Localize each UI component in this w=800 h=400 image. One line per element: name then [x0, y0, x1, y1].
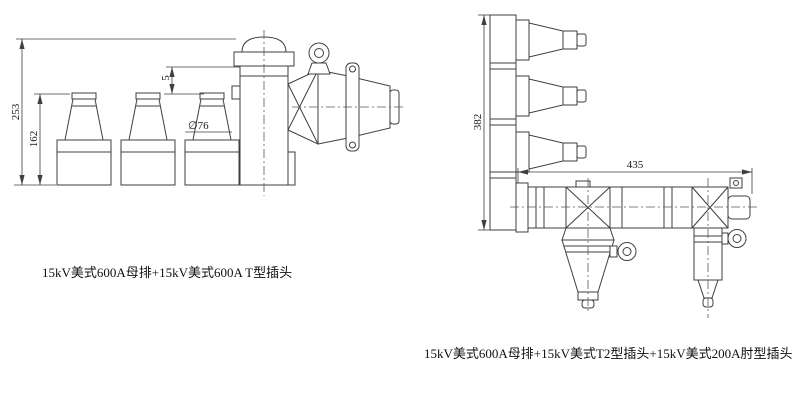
busbar-vertical: [489, 14, 517, 231]
dim-overall-length-435: 435: [517, 159, 753, 194]
eye-ring-inner: [622, 247, 632, 256]
dim-overall-height-382: 382: [472, 14, 490, 231]
flange-bolt-hole-top: [349, 65, 356, 73]
left-view-caption: 15kV美式600A母排+15kV美式600A T型插头: [42, 265, 292, 280]
cone-bushing-2: [120, 92, 176, 153]
tube-top-tab: [575, 180, 591, 188]
right-bushing-1: [515, 19, 587, 61]
horizontal-tube: [515, 177, 751, 233]
eye-ring-inner: [732, 234, 742, 243]
dim-overall-height-253: 253: [10, 38, 236, 186]
dim-382-label: 382: [472, 114, 484, 131]
dim-253-label: 253: [10, 103, 22, 120]
flange-bolt-hole-bottom: [349, 141, 356, 149]
pulling-eye-t2: [609, 242, 637, 261]
dim-gap-5: 5: [160, 66, 240, 95]
end-bracket-hole: [733, 180, 739, 186]
eye-ring-inner: [314, 48, 324, 58]
tube-end-stub: [727, 195, 751, 220]
right-view-caption: 15kV美式600A母排+15kV美式T2型插头+15kV美式200A肘型插头: [424, 346, 793, 361]
t-plug-body: [231, 36, 295, 186]
dim-162-label: 162: [28, 131, 40, 148]
t-plug-side-tab: [231, 85, 241, 100]
left-view: ∅76: [10, 30, 404, 280]
elbow-transition: [287, 69, 319, 145]
cone-bushing-1: [56, 92, 112, 153]
right-bushing-3: [515, 131, 587, 173]
pulling-eye-left: [307, 42, 331, 75]
dim-5-label: 5: [160, 75, 172, 81]
right-bushing-2: [515, 75, 587, 117]
dim-435-label: 435: [627, 159, 644, 171]
elbow-junction-cross: [691, 186, 729, 229]
pulling-eye-elbow: [721, 229, 747, 248]
right-view: 382 435 15kV美式600A母排+15kV美式T2型插头+15kV美式2…: [424, 14, 793, 361]
dim-bushing-height-162: 162: [28, 93, 70, 185]
dim-diameter-label: ∅76: [188, 120, 209, 132]
tube-left-flange: [515, 182, 529, 233]
dim-diameter-76: ∅76: [185, 120, 232, 133]
cone-bushing-3: [184, 92, 240, 153]
